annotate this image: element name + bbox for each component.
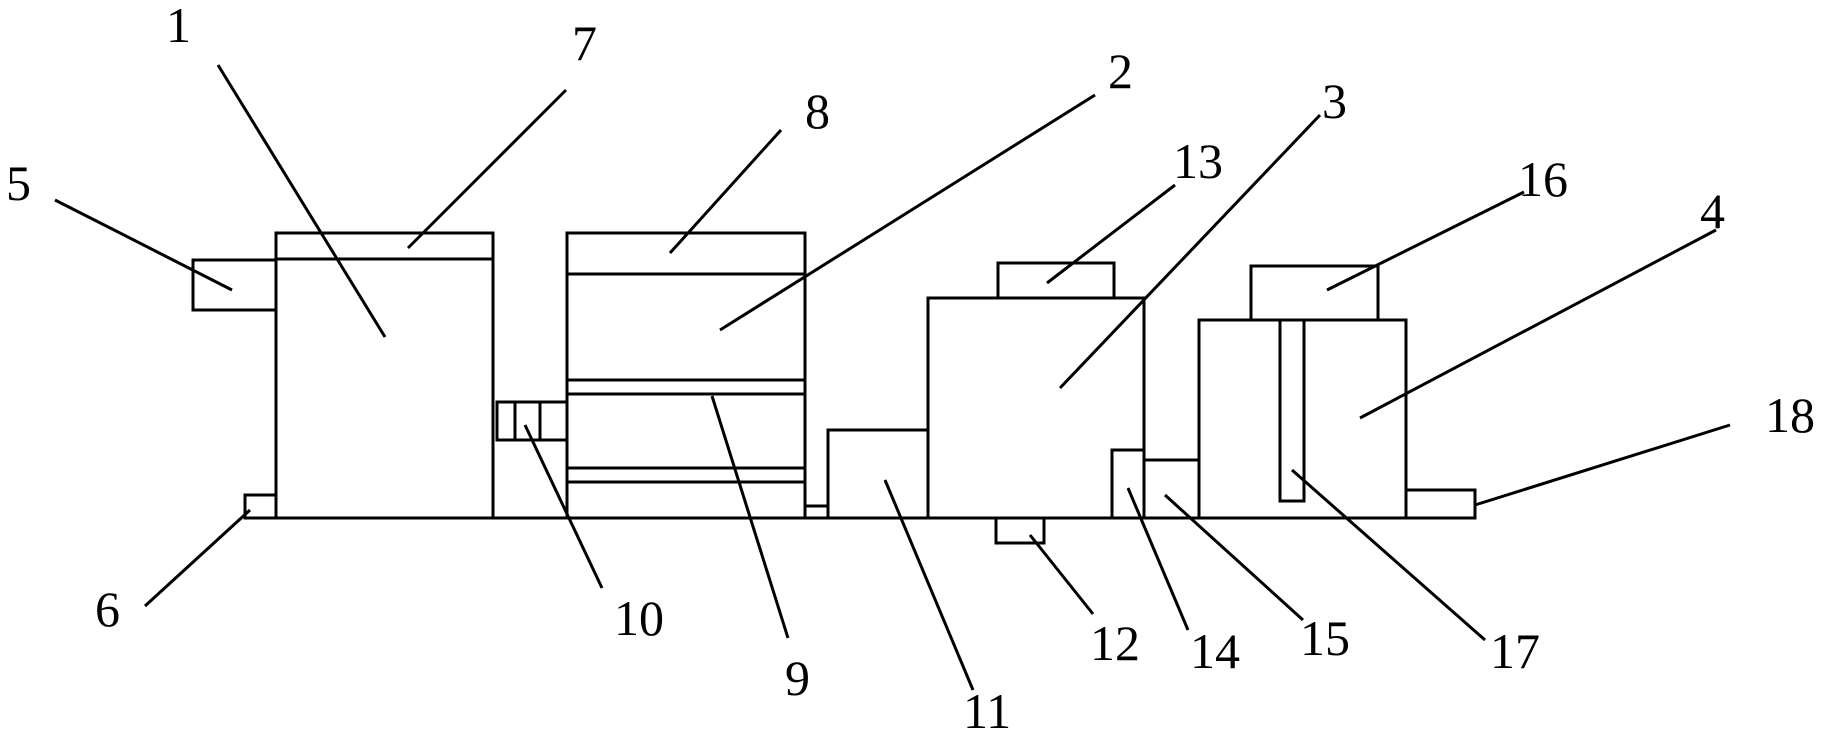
tank-3 bbox=[926, 296, 1146, 520]
part-number-labels: 1 7 5 6 10 8 2 9 11 13 3 12 14 15 16 4 1… bbox=[6, 0, 1815, 735]
unit-3 bbox=[926, 261, 1146, 545]
leader-1 bbox=[216, 64, 387, 338]
tank-1 bbox=[274, 231, 495, 520]
leader-11 bbox=[883, 479, 975, 691]
label-4: 4 bbox=[1700, 183, 1725, 239]
label-8: 8 bbox=[805, 83, 830, 139]
small-link bbox=[803, 504, 830, 520]
box-11 bbox=[826, 428, 930, 520]
label-14: 14 bbox=[1190, 623, 1240, 679]
label-17: 17 bbox=[1490, 623, 1540, 679]
label-3: 3 bbox=[1322, 73, 1347, 129]
tank-2 bbox=[565, 231, 807, 520]
leader-18 bbox=[1474, 423, 1731, 507]
leader-6 bbox=[143, 508, 252, 608]
inlet-pipe-5 bbox=[191, 258, 278, 312]
unit-2 bbox=[565, 231, 807, 520]
top-cap-13 bbox=[996, 261, 1116, 300]
label-2: 2 bbox=[1108, 43, 1133, 99]
leader-3 bbox=[1058, 113, 1322, 390]
label-6: 6 bbox=[95, 581, 120, 637]
label-1: 1 bbox=[166, 0, 191, 53]
bottom-port-12 bbox=[994, 516, 1046, 545]
leader-16 bbox=[1326, 190, 1525, 292]
connector-10 bbox=[495, 400, 569, 442]
outlet-valve-6 bbox=[243, 493, 278, 520]
leader-17 bbox=[1291, 468, 1486, 642]
leader-5 bbox=[54, 198, 233, 292]
leader-4 bbox=[1359, 228, 1717, 420]
unit-4 bbox=[1197, 264, 1408, 520]
rod-17 bbox=[1278, 318, 1306, 503]
label-7: 7 bbox=[572, 15, 597, 71]
leader-14 bbox=[1126, 487, 1190, 631]
label-13: 13 bbox=[1173, 133, 1223, 189]
leader-lines bbox=[54, 64, 1731, 691]
label-15: 15 bbox=[1300, 610, 1350, 666]
leader-9 bbox=[710, 395, 790, 639]
label-9: 9 bbox=[785, 650, 810, 706]
leader-15 bbox=[1163, 493, 1305, 622]
leader-10 bbox=[523, 424, 604, 589]
leader-2 bbox=[719, 93, 1096, 332]
label-11: 11 bbox=[963, 683, 1011, 735]
outlet-18 bbox=[1404, 488, 1477, 520]
leader-7 bbox=[406, 88, 568, 250]
part-14 bbox=[1110, 448, 1146, 520]
part-15 bbox=[1142, 458, 1201, 520]
label-18: 18 bbox=[1765, 387, 1815, 443]
unit-1 bbox=[191, 231, 495, 520]
leader-13 bbox=[1046, 183, 1176, 285]
connector-10-body bbox=[495, 400, 569, 442]
label-10: 10 bbox=[614, 590, 664, 646]
leader-8 bbox=[668, 128, 783, 255]
leader-12 bbox=[1028, 534, 1095, 615]
label-5: 5 bbox=[6, 155, 31, 211]
label-12: 12 bbox=[1090, 615, 1140, 671]
label-16: 16 bbox=[1518, 151, 1568, 207]
